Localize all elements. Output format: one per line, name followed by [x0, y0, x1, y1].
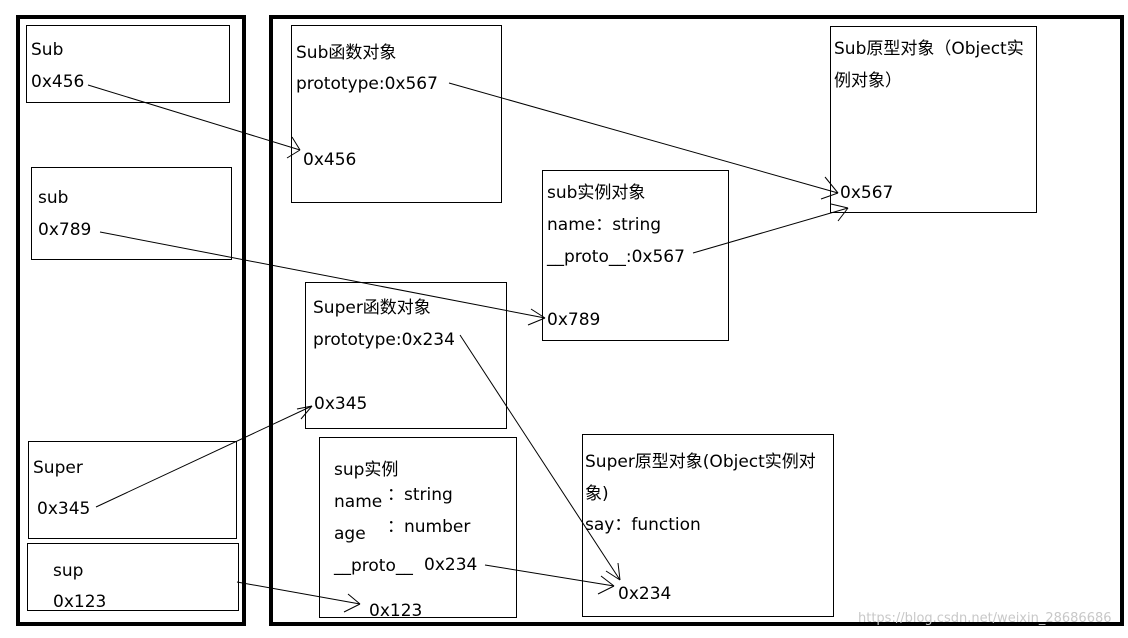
stack-var-sup: sup 0x123 — [27, 543, 239, 612]
arrow-sub-instance-proto-to-sub-prototype-object — [692, 203, 849, 254]
object-address: 0x789 — [547, 310, 601, 330]
heap-region — [269, 15, 1124, 626]
object-address: 0x234 — [618, 584, 672, 604]
arrow-Super-to-super-function — [95, 405, 313, 508]
sub-function-object: Sub函数对象 prototype:0x567 0x456 — [291, 25, 502, 203]
box-title: sub实例对象 — [547, 183, 646, 203]
object-address: 0x456 — [303, 150, 357, 170]
stack-var-Sub: Sub 0x456 — [26, 25, 230, 103]
proto-field: __proto__:0x567 — [547, 247, 685, 267]
object-address: 0x345 — [314, 394, 368, 414]
watermark: https://blog.csdn.net/weixin_28686686 — [858, 611, 1112, 626]
proto-key: __proto__ — [334, 556, 413, 576]
name-key: name — [334, 492, 383, 512]
var-address: 0x345 — [37, 499, 91, 519]
var-name: sub — [38, 188, 69, 208]
box-title: sup实例 — [334, 460, 399, 480]
super-prototype-object: Super原型对象(Object实例对象) say：function 0x234 — [582, 434, 834, 617]
var-address: 0x789 — [38, 220, 92, 240]
prototype-field: prototype:0x234 — [313, 330, 455, 350]
age-key: age — [334, 524, 366, 544]
object-address: 0x567 — [840, 183, 894, 203]
var-name: Super — [33, 458, 83, 478]
arrow-sub-prototype-to-sub-prototype-object — [448, 82, 839, 200]
box-title: Sub原型对象（Object实例对象） — [834, 39, 1024, 91]
arrow-sub-var-to-sub-instance — [99, 231, 546, 326]
stack-region — [16, 15, 246, 626]
prototype-field: prototype:0x567 — [296, 74, 438, 94]
name-value: ：string — [387, 485, 453, 505]
sub-instance-object: sub实例对象 name：string __proto__:0x567 0x78… — [542, 170, 729, 341]
object-address: 0x123 — [369, 601, 423, 621]
arrow-sup-var-to-sup-instance — [236, 581, 361, 613]
arrow-Sub-to-sub-function — [87, 84, 301, 159]
say-field: say：function — [585, 515, 701, 535]
box-title: Sub函数对象 — [296, 43, 397, 63]
proto-value: 0x234 — [424, 555, 478, 575]
sup-instance-object: sup实例 name ：string age ：number __proto__… — [319, 437, 517, 621]
box-title: Super函数对象 — [313, 298, 431, 318]
age-value: ：number — [387, 517, 471, 537]
name-field: name：string — [547, 215, 662, 235]
var-address: 0x123 — [53, 592, 107, 612]
stack-var-sub: sub 0x789 — [31, 167, 232, 260]
var-name: sup — [53, 561, 84, 581]
sub-prototype-object: Sub原型对象（Object实例对象） 0x567 — [830, 26, 1037, 213]
arrow-sup-proto-to-super-prototype-object — [484, 564, 615, 595]
box-title: Super原型对象(Object实例对象) — [585, 452, 816, 504]
arrow-super-prototype-to-super-prototype-object — [459, 334, 621, 581]
var-name: Sub — [31, 40, 64, 60]
var-address: 0x456 — [31, 72, 85, 92]
